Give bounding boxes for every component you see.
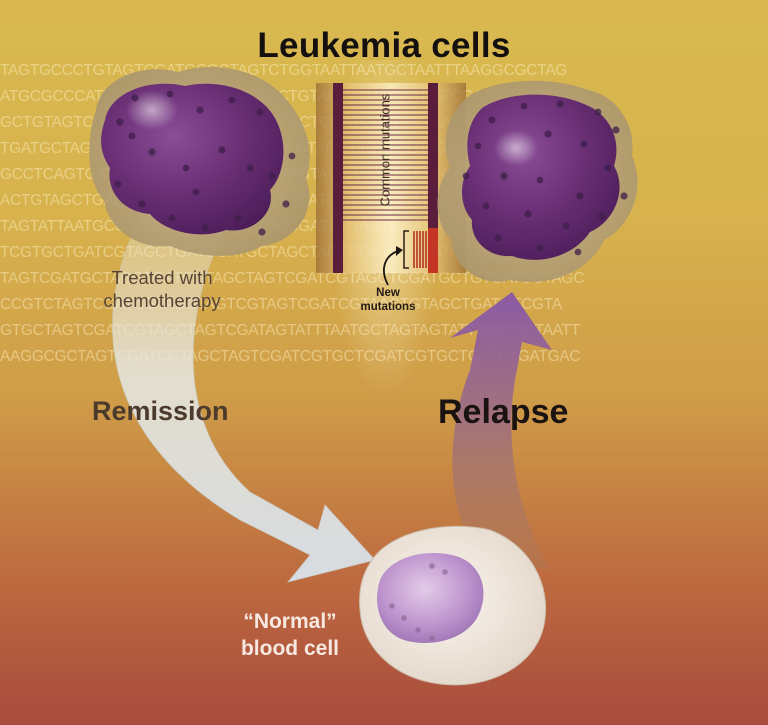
normal-line-2: blood cell <box>240 637 339 660</box>
relapse-label: Relapse <box>438 393 569 431</box>
mutation-ticks <box>343 89 428 221</box>
leukemia-cell-left <box>89 67 310 256</box>
normal-blood-cell <box>359 525 547 686</box>
diagram-title: Leukemia cells <box>257 26 511 65</box>
new-mutations-line-2: mutations <box>360 301 416 313</box>
remission-arrow <box>112 199 376 583</box>
new-mutations-label: New mutations <box>340 286 436 314</box>
new-mutation-ticks <box>413 231 427 268</box>
treated-line-2: chemotherapy <box>103 290 221 311</box>
new-mutations-line-1: New <box>376 287 400 299</box>
remission-label: Remission <box>92 396 229 426</box>
relapse-arrow <box>450 292 552 570</box>
leukemia-cell-right <box>437 80 638 283</box>
common-mutations-label: Common mutations <box>377 93 393 207</box>
treated-line-1: Treated with <box>111 267 213 288</box>
mutation-strip <box>316 83 466 286</box>
treated-with-chemotherapy-label: Treated with chemotherapy <box>82 266 242 312</box>
cell-granules <box>114 90 296 236</box>
normal-line-1: “Normal” <box>243 610 337 633</box>
normal-blood-cell-label: “Normal” blood cell <box>200 608 380 662</box>
